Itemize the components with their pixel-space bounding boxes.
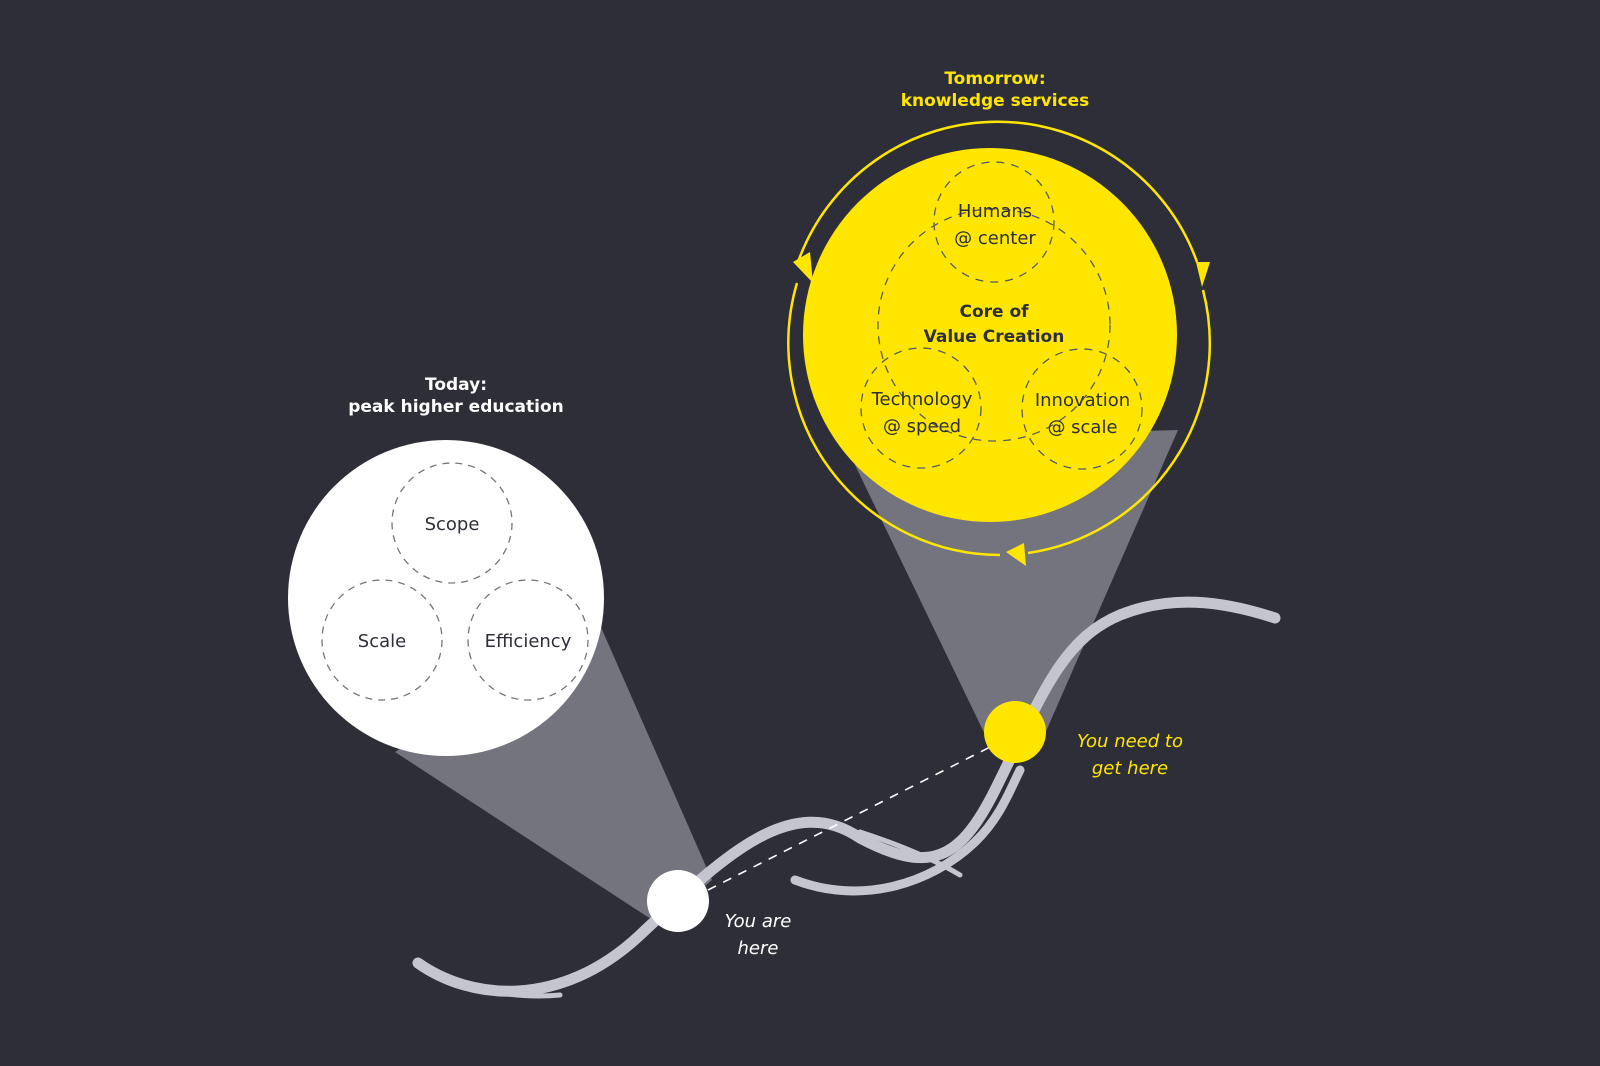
target-position-dot: [984, 701, 1046, 763]
today-label-scope: Scope: [424, 514, 480, 535]
today-heading: Today: peak higher education: [348, 375, 564, 418]
progress-path-dashed: [707, 741, 1001, 891]
today-label-scale: Scale: [357, 631, 407, 652]
tomorrow-circle: [803, 148, 1177, 522]
cycle-arrow-left-icon: [793, 252, 813, 283]
tomorrow-label-humans: Humans @ center: [954, 201, 1036, 249]
target-position-label: You need to get here: [1077, 731, 1183, 779]
cycle-ring: [787, 120, 1211, 557]
core-value-creation-label: Core of Value Creation: [923, 302, 1065, 347]
tomorrow-label-innovation: Innovation @ scale: [1034, 390, 1131, 438]
tomorrow-label-technology: Technology @ speed: [871, 389, 973, 437]
s-curves: [412, 596, 1281, 999]
spotlight-today: [395, 625, 712, 925]
current-position-label: You are here: [724, 911, 792, 959]
curve-second: [790, 765, 1025, 896]
cycle-arrow-bottom-icon: [1006, 543, 1026, 566]
curve-tail-left: [415, 960, 563, 999]
tomorrow-dashed-circles: [860, 161, 1143, 470]
cycle-arrow-right-icon: [1196, 262, 1210, 287]
curve-second-tail: [857, 829, 963, 878]
today-circle: [288, 440, 604, 756]
core-circle: [877, 208, 1111, 442]
current-position-dot: [647, 870, 709, 932]
curve-top-tail: [1118, 602, 1277, 620]
today-dashed-circles: [321, 462, 589, 701]
today-label-efficiency: Efficiency: [484, 631, 572, 652]
tomorrow-heading: Tomorrow: knowledge services: [900, 69, 1090, 112]
